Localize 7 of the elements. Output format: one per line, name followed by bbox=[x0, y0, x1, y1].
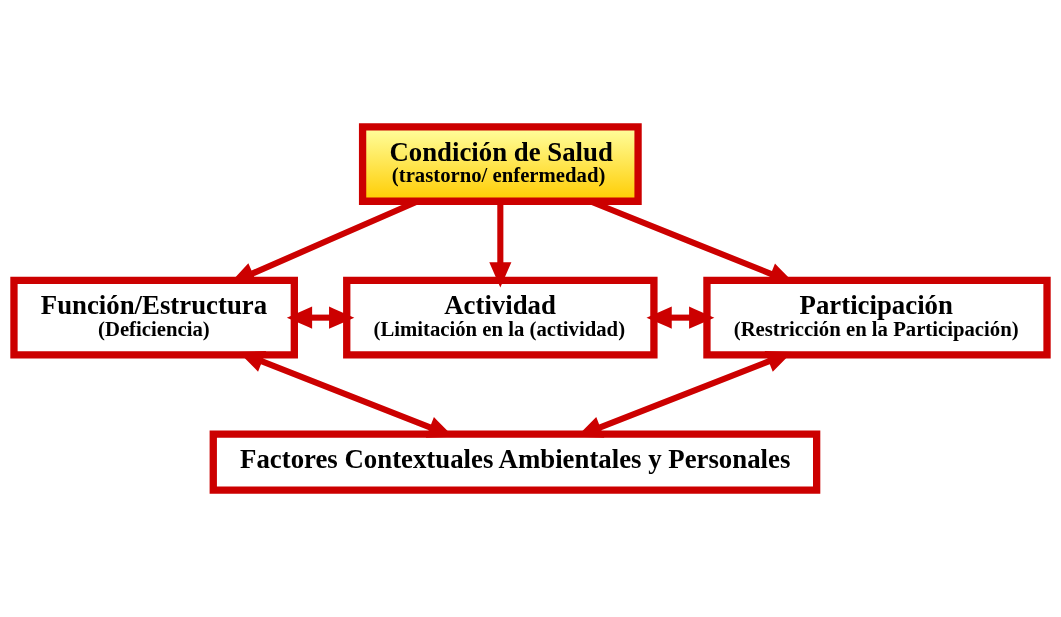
node-box: Actividad (Limitación en la (actividad) bbox=[343, 276, 658, 359]
node-box: Condición de Salud (trastorno/ enfermedad) bbox=[358, 123, 642, 205]
arrow bbox=[286, 306, 355, 329]
node-box: Factores Contextuales Ambientales y Personales bbox=[209, 430, 821, 494]
node-box: Participación (Restricción en la Participación) bbox=[703, 276, 1051, 359]
node-box: Función/Estructura (Deficiencia) bbox=[10, 276, 298, 359]
arrow bbox=[646, 306, 715, 329]
